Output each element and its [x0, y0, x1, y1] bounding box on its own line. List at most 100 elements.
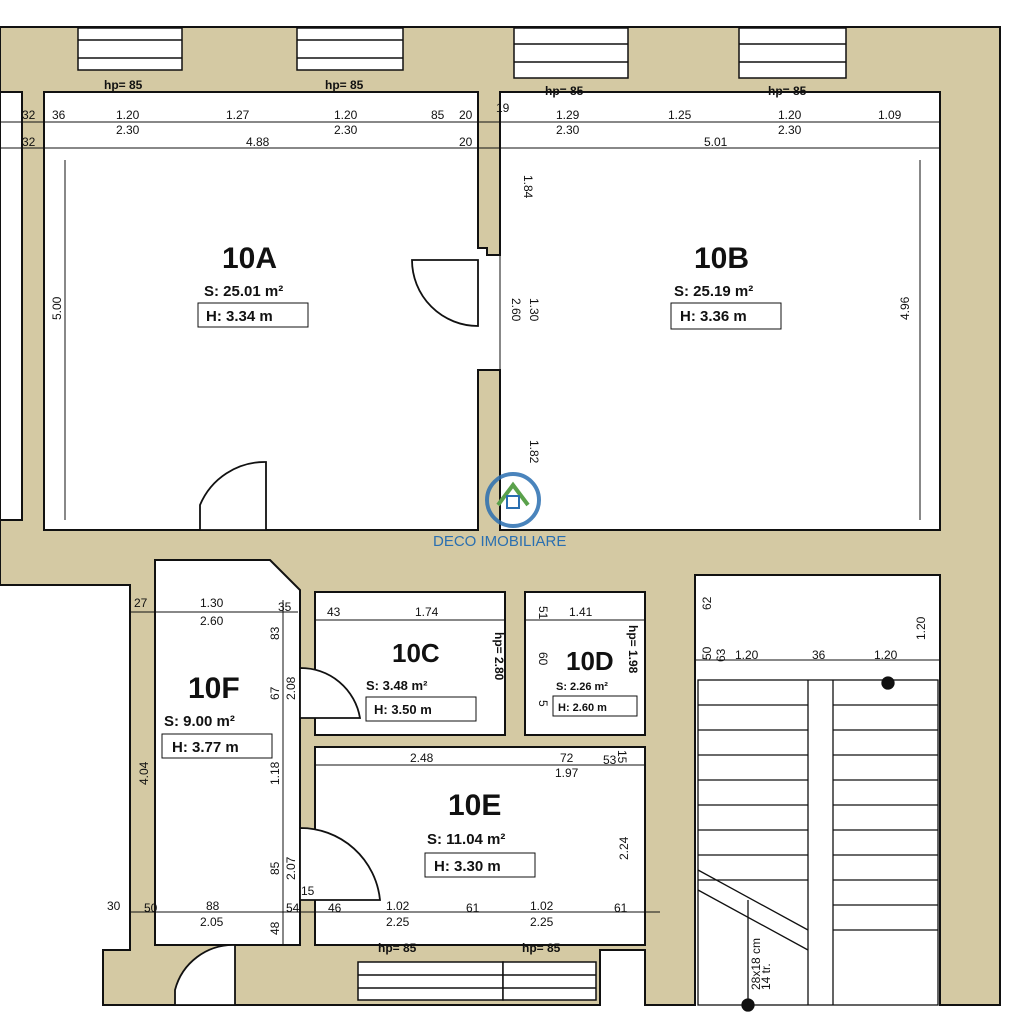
dim-label: 1.20: [914, 616, 928, 640]
dim-label: 1.82: [527, 440, 541, 464]
dim-label: 63: [714, 648, 728, 662]
dim-label: 4.88: [246, 135, 270, 149]
dim-label: 2.30: [334, 123, 358, 137]
dim-label: 1.25: [668, 108, 692, 122]
window: [77, 27, 183, 71]
dim-label: 2.05: [200, 915, 224, 929]
window: [357, 961, 504, 1001]
room-10d-height-box: [552, 695, 638, 717]
room-10a-height: H: 3.34 m: [206, 308, 273, 325]
hp-label: hp= 85: [325, 78, 364, 92]
watermark-logo: [485, 472, 541, 528]
room-10e-height: H: 3.30 m: [434, 858, 501, 875]
dim-label: 2.60: [200, 614, 224, 628]
hp-label: hp= 85: [378, 941, 417, 955]
dim-label: 15: [301, 884, 315, 898]
dim-label: 36: [52, 108, 66, 122]
hp-label: hp= 85: [768, 84, 807, 98]
dim-label: 4.96: [898, 296, 912, 320]
dim-label: 1.74: [415, 605, 439, 619]
hp-label: hp= 85: [104, 78, 143, 92]
dim-label: 2.60: [509, 298, 523, 322]
dim-label: 2.24: [617, 836, 631, 860]
dim-label: 43: [327, 605, 341, 619]
door-10a: [199, 461, 267, 531]
dim-label: 2.08: [284, 676, 298, 700]
dim-label: 35: [278, 600, 292, 614]
dim-label: 62: [700, 596, 714, 610]
dim-label: 5.01: [704, 135, 728, 149]
dim-label: 72: [560, 751, 574, 765]
dim-label: 2.48: [410, 751, 434, 765]
hp-label: hp= 1.98: [626, 625, 640, 674]
stair-steps: 14 tr.: [759, 963, 773, 990]
dim-label: 2.30: [778, 123, 802, 137]
room-10c-height-box: [365, 696, 477, 722]
hp-label: hp= 85: [545, 84, 584, 98]
room-10b-height: H: 3.36 m: [680, 308, 747, 325]
dim-label: 1.02: [530, 899, 554, 913]
dim-label: 1.09: [878, 108, 902, 122]
dim-label: 2.07: [284, 856, 298, 880]
dim-label: 61: [466, 901, 480, 915]
stair-size: 28x18 cm: [749, 938, 763, 990]
room-10a-area: S: 25.01 m²: [204, 283, 283, 300]
dim-label: 51: [536, 606, 550, 620]
room-10e-height-box: [424, 852, 536, 878]
dim-label: 54: [286, 901, 300, 915]
room-10a-height-box: [197, 302, 309, 328]
dim-label: 20: [459, 108, 473, 122]
dim-label: 1.20: [874, 648, 898, 662]
dim-label: 88: [206, 899, 220, 913]
dim-label: 1.20: [116, 108, 140, 122]
room-10c-name: 10C: [392, 638, 440, 668]
door-10f-entry: [174, 944, 236, 1006]
dim-label: 1.97: [555, 766, 579, 780]
room-10e-name: 10E: [448, 789, 501, 822]
dim-label: 2.30: [556, 123, 580, 137]
room-10a-name: 10A: [222, 242, 277, 275]
watermark-text: DECO IMOBILIARE: [433, 533, 566, 550]
windows: [77, 27, 847, 1001]
room-10d-area: S: 2.26 m²: [556, 681, 608, 693]
dim-label: 5.00: [50, 296, 64, 320]
dim-label: 2.25: [530, 915, 554, 929]
dim-label: 1.30: [200, 596, 224, 610]
room-10d-name: 10D: [566, 646, 614, 676]
staircase: [697, 676, 939, 1012]
window: [502, 961, 597, 1001]
dim-label: 67: [268, 686, 282, 700]
dim-label: 32: [22, 108, 36, 122]
room-10f-height-box: [161, 733, 273, 759]
hp-label: hp= 2.80: [492, 632, 506, 681]
dim-label: 4.04: [137, 761, 151, 785]
dim-label: 60: [536, 652, 550, 666]
dim-label: 50: [144, 901, 158, 915]
dim-label: 61: [614, 901, 628, 915]
dim-label: 15: [615, 750, 629, 764]
room-10e-area: S: 11.04 m²: [427, 831, 505, 848]
dim-label: 1.84: [521, 175, 535, 199]
dim-label: 1.29: [556, 108, 580, 122]
dim-label: 1.30: [527, 298, 541, 322]
room-10f-area: S: 9.00 m²: [164, 713, 235, 730]
doors: [174, 259, 479, 1006]
dimension-lines: [0, 100, 940, 945]
dim-label: 27: [134, 596, 148, 610]
door-10a-10b: [411, 259, 479, 327]
window: [738, 27, 847, 79]
dim-label: 2.30: [116, 123, 140, 137]
dim-label: 46: [328, 901, 342, 915]
window: [296, 27, 404, 71]
dim-label: 48: [268, 921, 282, 935]
room-10c-height: H: 3.50 m: [374, 702, 432, 717]
room-10d-height: H: 2.60 m: [558, 702, 607, 714]
room-10b-name: 10B: [694, 242, 749, 275]
dim-label: 1.18: [268, 761, 282, 785]
dim-label: 1.20: [735, 648, 759, 662]
dim-label: 50: [700, 646, 714, 660]
hp-label: hp= 85: [522, 941, 561, 955]
window: [513, 27, 629, 79]
dim-label: 36: [812, 648, 826, 662]
room-10b-height-box: [670, 302, 782, 330]
